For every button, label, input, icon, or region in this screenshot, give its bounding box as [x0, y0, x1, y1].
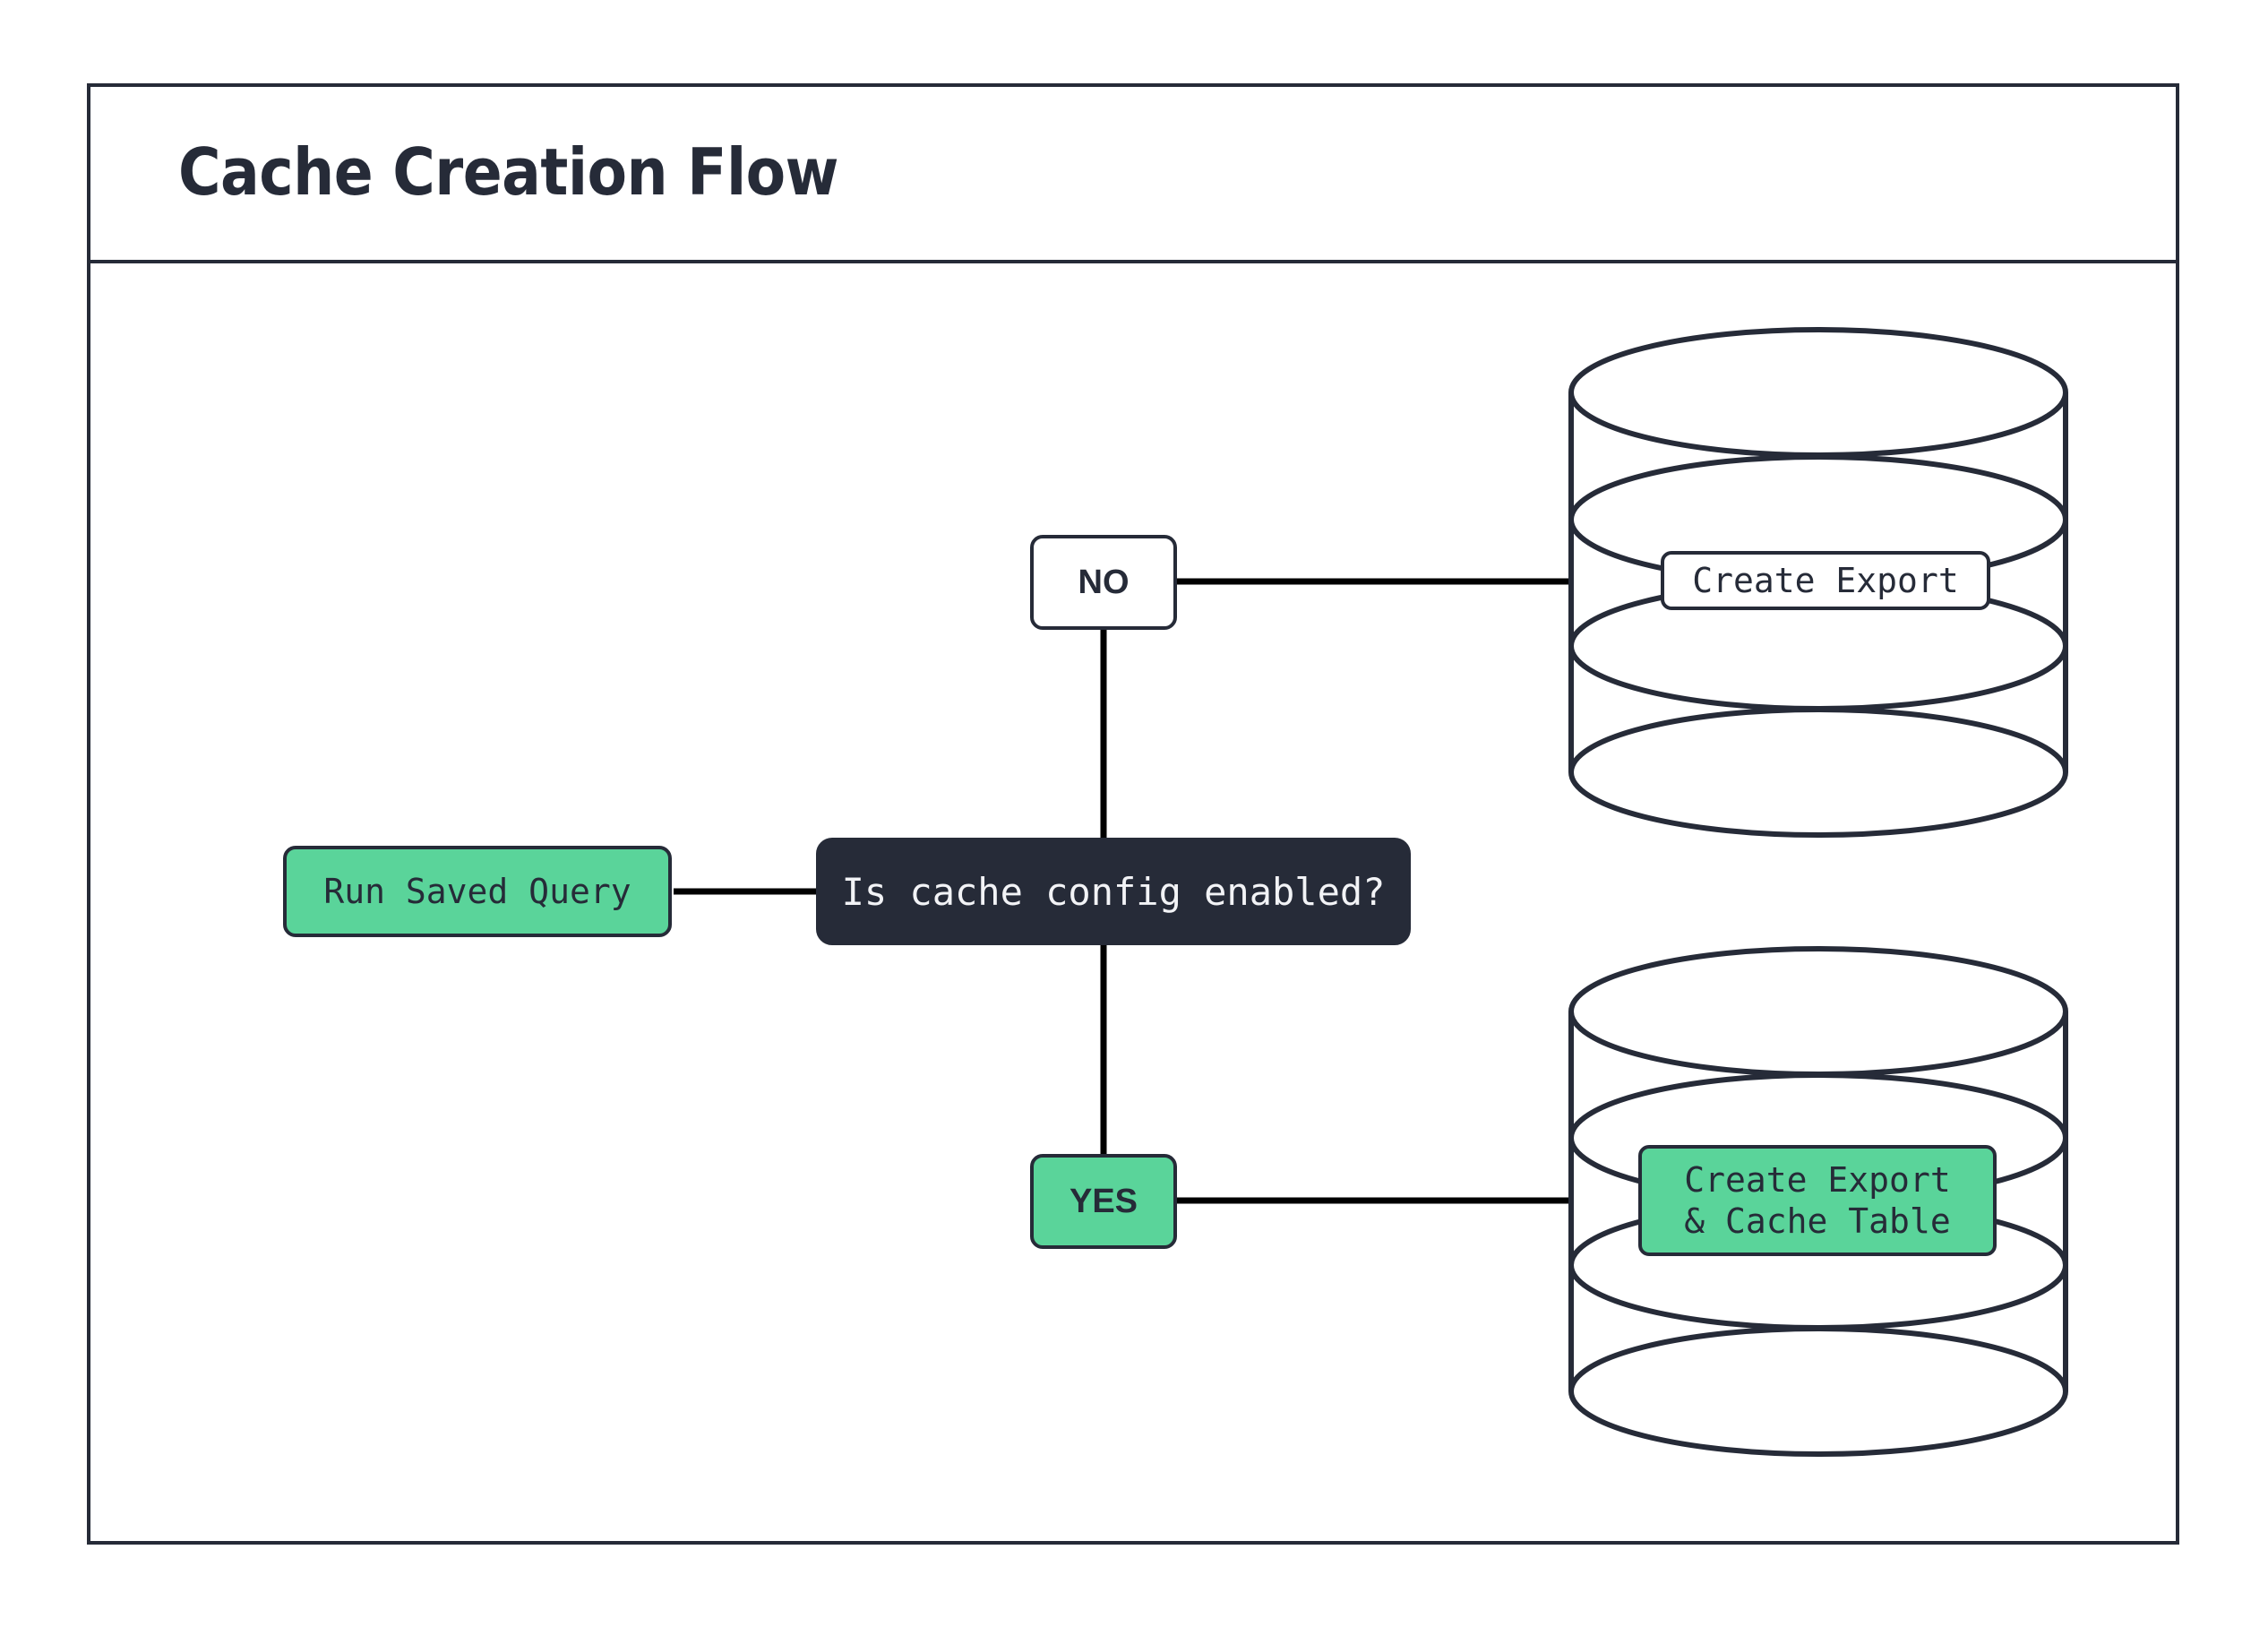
diagram-frame	[87, 83, 2179, 1545]
node-db-create-export-and-cache-table-label[interactable]: Create Export & Cache Table	[1638, 1145, 1997, 1256]
node-branch-yes[interactable]: YES	[1030, 1154, 1177, 1249]
node-db-create-export-label[interactable]: Create Export	[1661, 551, 1990, 610]
page-title: Cache Creation Flow	[178, 133, 838, 210]
node-run-saved-query[interactable]: Run Saved Query	[283, 846, 672, 937]
node-decision-is-cache-config-enabled[interactable]: Is cache config enabled?	[816, 838, 1411, 945]
node-branch-no[interactable]: NO	[1030, 535, 1177, 630]
diagram-title-bar: Cache Creation Flow	[87, 83, 2179, 263]
